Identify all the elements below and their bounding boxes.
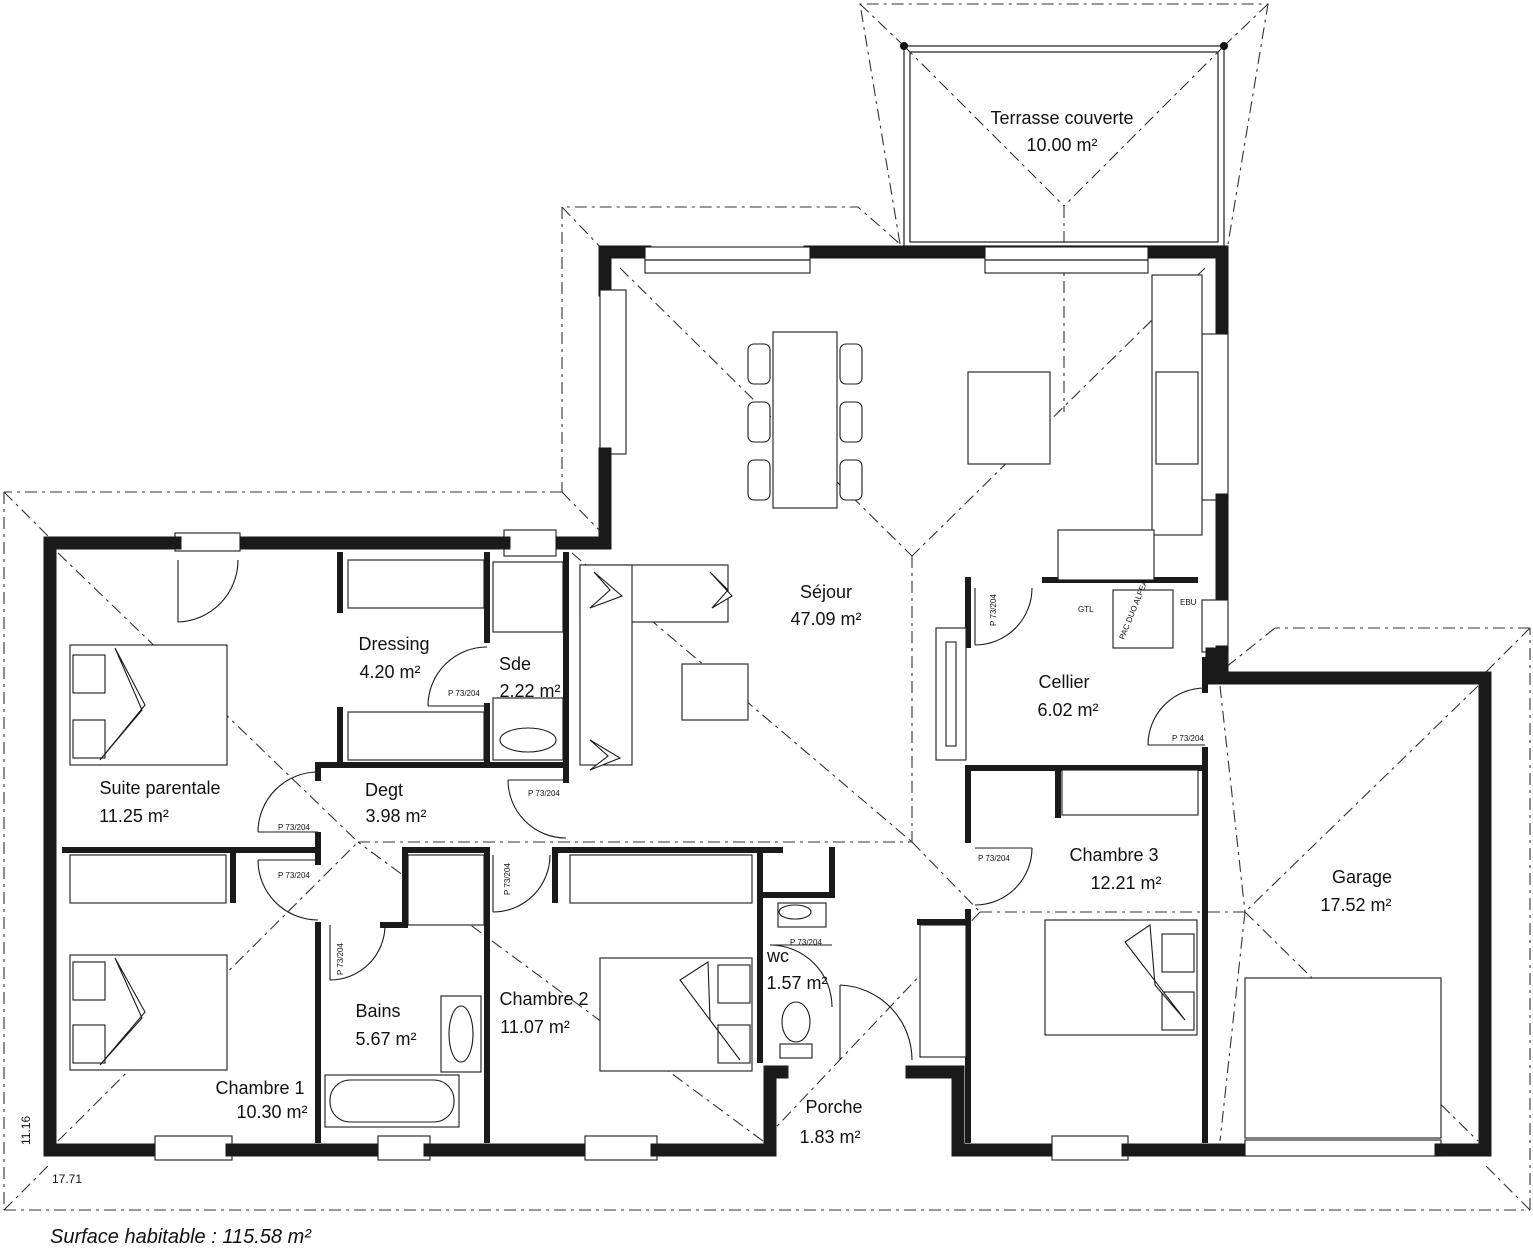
- chambre3-area: 12.21 m²: [1090, 873, 1161, 893]
- dressing-name: Dressing: [358, 634, 429, 654]
- furniture: [69, 274, 1442, 1139]
- bains-area: 5.67 m²: [355, 1029, 416, 1049]
- interior-walls: [62, 552, 1208, 1143]
- ebu-label: EBU: [1180, 598, 1197, 607]
- door-ref: P 73/204: [278, 871, 310, 880]
- chambre1-area: 10.30 m²: [236, 1102, 307, 1122]
- sejour-area: 47.09 m²: [790, 609, 861, 629]
- door-ref: P 73/204: [503, 863, 512, 895]
- bains-name: Bains: [355, 1001, 400, 1021]
- terrasse-area: 10.00 m²: [1026, 135, 1097, 155]
- door-ref: P 73/204: [528, 789, 560, 798]
- door-ref: P 73/204: [278, 823, 310, 832]
- sde-area: 2.22 m²: [499, 681, 560, 701]
- door-ref: P 73/204: [1172, 734, 1204, 743]
- chambre3-name: Chambre 3: [1069, 845, 1158, 865]
- terrasse-name: Terrasse couverte: [990, 108, 1133, 128]
- garage-area: 17.52 m²: [1320, 895, 1391, 915]
- door-ref: P 73/204: [989, 594, 998, 626]
- chambre2-area: 11.07 m²: [500, 1017, 570, 1037]
- porche-area: 1.83 m²: [799, 1127, 860, 1147]
- cellier-name: Cellier: [1038, 672, 1089, 692]
- porche-name: Porche: [805, 1097, 862, 1117]
- width-dimension: 17.71: [52, 1172, 82, 1186]
- sde-name: Sde: [499, 654, 531, 674]
- door-ref: P 73/204: [448, 689, 480, 698]
- wc-name: wc: [766, 946, 789, 966]
- cellier-area: 6.02 m²: [1037, 700, 1098, 720]
- degt-area: 3.98 m²: [365, 806, 426, 826]
- degt-name: Degt: [365, 780, 403, 800]
- doors: [177, 559, 1206, 1061]
- dressing-area: 4.20 m²: [359, 662, 420, 682]
- door-references: P 73/204 P 73/204 P 73/204 P 73/204 P 73…: [278, 594, 1204, 975]
- dimensions: 11.16 17.71: [19, 1116, 82, 1186]
- door-ref: P 73/204: [978, 854, 1010, 863]
- sejour-name: Séjour: [800, 582, 852, 602]
- exterior-walls: [43, 245, 1492, 1161]
- door-ref: P 73/204: [336, 943, 345, 975]
- suite-area: 11.25 m²: [99, 806, 169, 826]
- gtl-label: GTL: [1078, 605, 1094, 614]
- room-labels: Terrasse couverte 10.00 m² Séjour 47.09 …: [99, 108, 1392, 1147]
- garage-name: Garage: [1332, 867, 1392, 887]
- depth-dimension: 11.16: [19, 1116, 33, 1145]
- chambre2-name: Chambre 2: [499, 989, 588, 1009]
- wc-area: 1.57 m²: [766, 973, 827, 993]
- chambre1-name: Chambre 1: [215, 1078, 304, 1098]
- suite-name: Suite parentale: [99, 778, 220, 798]
- door-ref: P 73/204: [790, 938, 822, 947]
- surface-habitable: Surface habitable : 115.58 m²: [50, 1226, 311, 1248]
